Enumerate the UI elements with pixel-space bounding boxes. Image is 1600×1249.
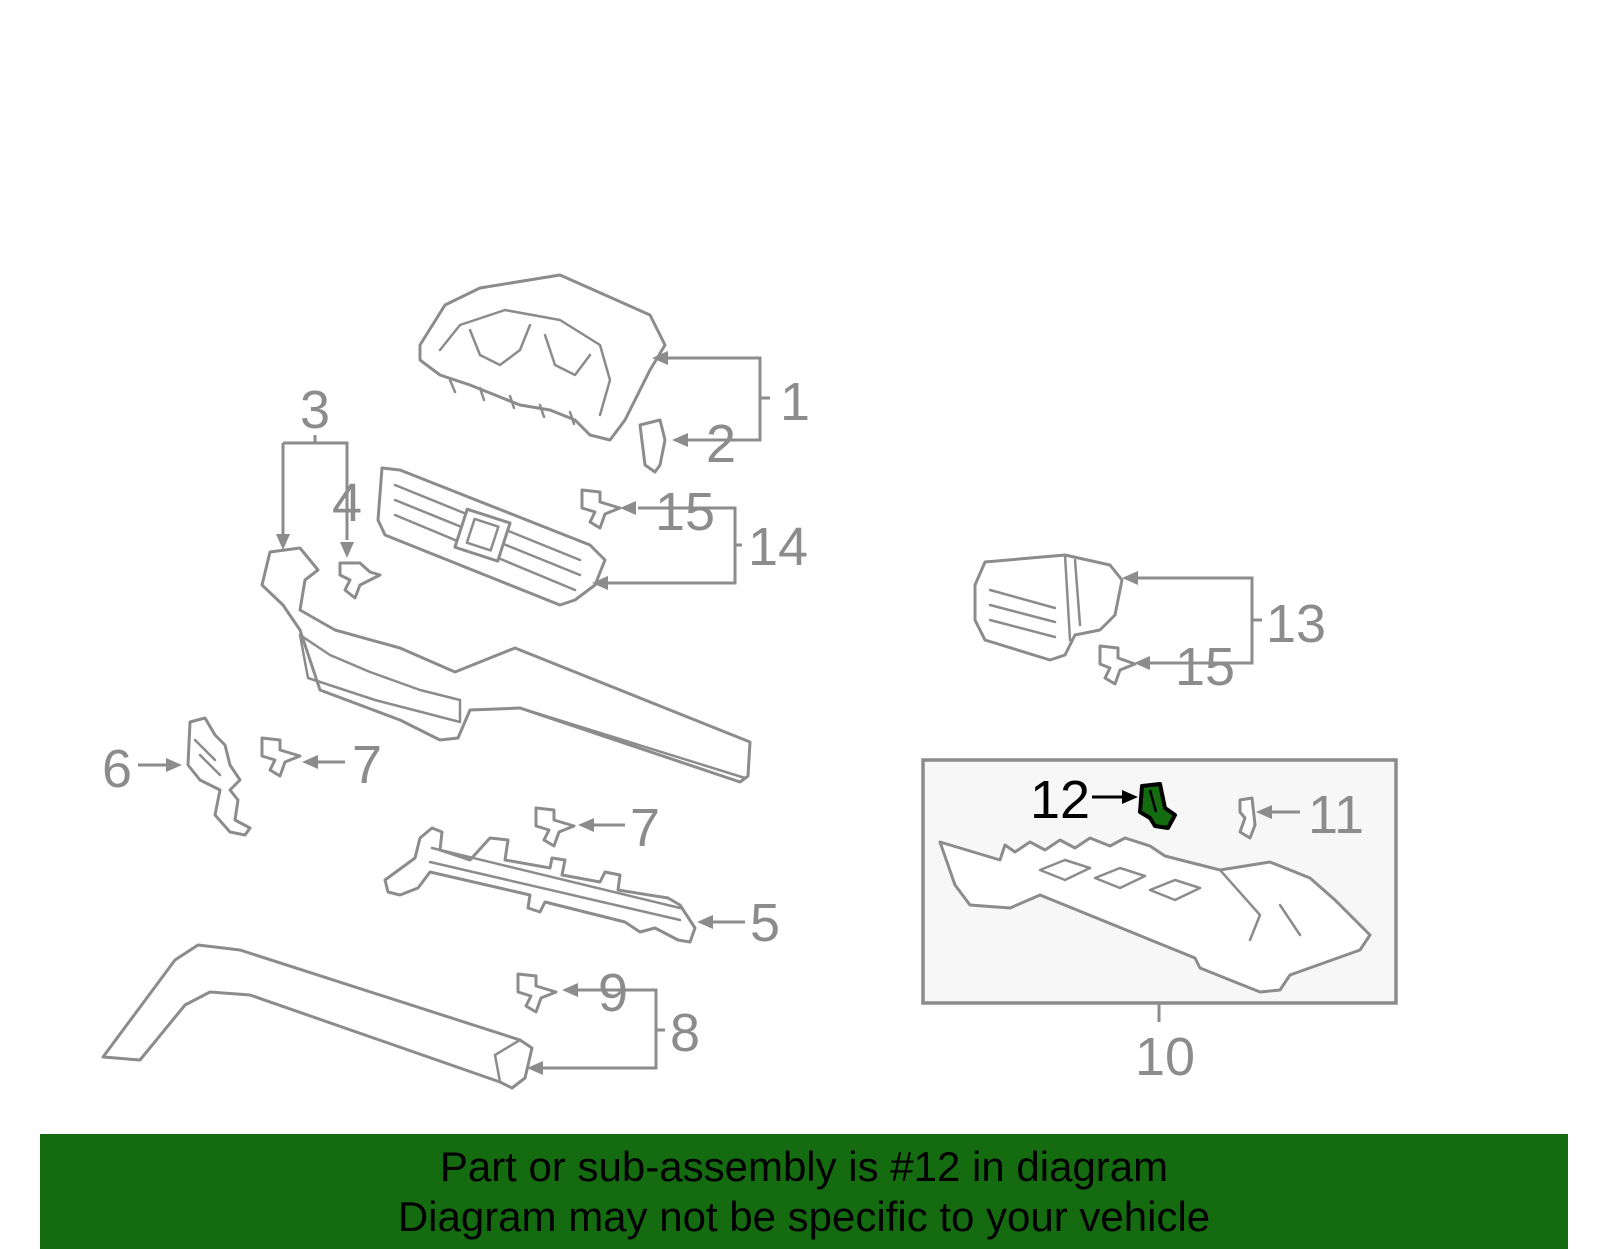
part-13-side-vent[interactable] <box>973 553 1124 662</box>
callout-12: 12 <box>1030 770 1090 830</box>
callout-6: 6 <box>102 739 132 799</box>
part-5-duct[interactable] <box>383 826 697 944</box>
part-7-clip-lower[interactable] <box>534 806 576 848</box>
banner-line-part-number: Part or sub-assembly is #12 in diagram <box>439 1142 1169 1190</box>
part-15-clip-upper[interactable] <box>580 488 622 530</box>
banner-line-disclaimer: Diagram may not be specific to your vehi… <box>397 1192 1211 1240</box>
part-15-clip-lower[interactable] <box>1098 644 1137 686</box>
callout-5: 5 <box>750 893 780 953</box>
part-4-clip[interactable] <box>338 561 382 600</box>
callout-3: 3 <box>300 380 330 440</box>
callout-15-upper: 15 <box>655 482 715 542</box>
callout-14: 14 <box>748 517 808 577</box>
callout-4: 4 <box>332 473 362 533</box>
part-10-glove-box[interactable] <box>938 836 1372 994</box>
part-9-clip[interactable] <box>516 972 558 1014</box>
callout-13: 13 <box>1266 594 1326 654</box>
callout-1: 1 <box>780 372 810 432</box>
part-1-meter-visor[interactable] <box>418 273 667 442</box>
part-8-lower-garnish[interactable] <box>101 943 534 1090</box>
part-12-clip-highlighted[interactable] <box>1138 782 1177 830</box>
leader-lines <box>138 351 1300 1075</box>
part-14-center-vent[interactable] <box>376 466 607 607</box>
callout-9: 9 <box>598 963 628 1023</box>
callout-2: 2 <box>706 414 736 474</box>
part-2-clip[interactable] <box>638 418 667 474</box>
callout-7-upper: 7 <box>352 735 382 795</box>
part-7-clip-upper[interactable] <box>260 736 302 778</box>
part-11-clip[interactable] <box>1238 796 1257 840</box>
part-6-bracket[interactable] <box>186 716 252 837</box>
leader-line-12 <box>1092 790 1138 804</box>
callout-10: 10 <box>1135 1027 1195 1087</box>
callout-15-lower: 15 <box>1175 637 1235 697</box>
callout-8: 8 <box>670 1003 700 1063</box>
exploded-parts-diagram: 1 2 3 4 5 6 7 7 8 9 10 11 12 13 14 15 15 <box>101 273 1398 1090</box>
callout-11: 11 <box>1308 785 1364 845</box>
part-3-dash-garnish[interactable] <box>260 546 752 784</box>
callout-7-lower: 7 <box>630 798 660 858</box>
part-info-banner: Part or sub-assembly is #12 in diagram D… <box>40 1134 1568 1249</box>
